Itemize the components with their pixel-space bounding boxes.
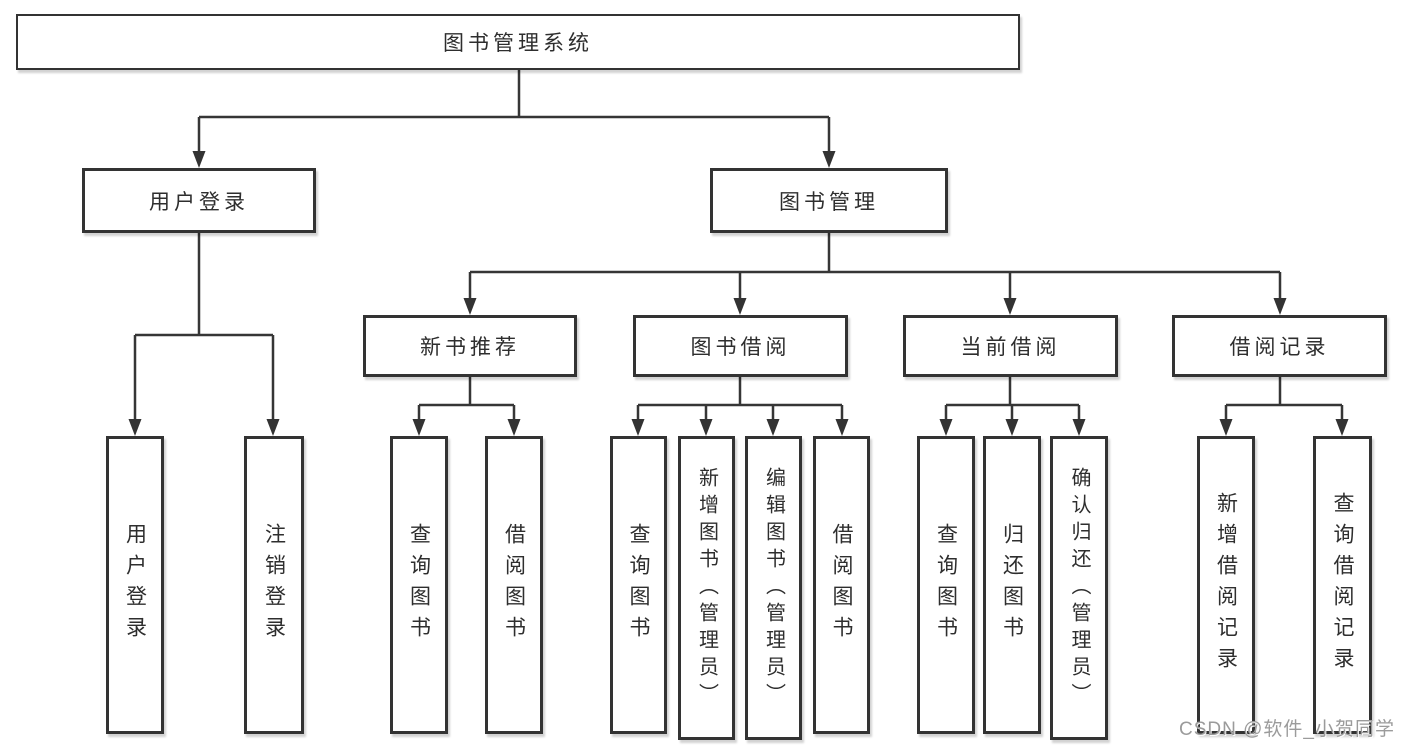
node-user-login-label: 用户登录 <box>149 190 249 214</box>
leaf-query-book-borrow-label: 查询图书 <box>627 523 650 647</box>
leaf-add-borrow-record: 新增借阅记录 <box>1197 436 1255 734</box>
node-new-book-recommend: 新书推荐 <box>363 315 577 377</box>
leaf-logout-label: 注销登录 <box>262 523 286 647</box>
leaf-query-book-recommend-label: 查询图书 <box>407 523 431 647</box>
leaf-query-book-recommend: 查询图书 <box>390 436 448 734</box>
leaf-query-borrow-record: 查询借阅记录 <box>1313 436 1372 734</box>
leaf-confirm-return-admin: 确认归还（管理员） <box>1050 436 1108 740</box>
leaf-edit-book-admin-label: 编辑图书（管理员） <box>762 466 785 710</box>
csdn-watermark: CSDN @软件_小贺同学 <box>1179 719 1395 740</box>
arrowheads <box>128 151 1349 436</box>
leaf-return-book-label: 归还图书 <box>1000 523 1024 647</box>
leaf-user-login-label: 用户登录 <box>123 523 147 647</box>
leaf-query-borrow-record-label: 查询借阅记录 <box>1331 492 1354 678</box>
node-book-management-label: 图书管理 <box>779 190 879 214</box>
leaf-confirm-return-admin-label: 确认归还（管理员） <box>1068 466 1090 710</box>
leaf-edit-book-admin: 编辑图书（管理员） <box>745 436 802 740</box>
node-new-book-recommend-label: 新书推荐 <box>420 336 520 359</box>
leaf-user-login: 用户登录 <box>106 436 164 734</box>
leaf-borrow-book-recommend: 借阅图书 <box>485 436 543 734</box>
node-current-borrow: 当前借阅 <box>903 315 1118 377</box>
leaf-borrow-book-label: 借阅图书 <box>830 523 853 647</box>
leaf-logout: 注销登录 <box>244 436 304 734</box>
leaf-add-book-admin-label: 新增图书（管理员） <box>695 466 718 710</box>
node-borrow-record-label: 借阅记录 <box>1229 336 1330 359</box>
node-root-label: 图书管理系统 <box>443 32 593 55</box>
node-book-borrow: 图书借阅 <box>633 315 848 377</box>
leaf-borrow-book: 借阅图书 <box>813 436 870 734</box>
leaf-query-book-current: 查询图书 <box>917 436 975 734</box>
node-root: 图书管理系统 <box>16 14 1020 70</box>
leaf-add-book-admin: 新增图书（管理员） <box>678 436 735 740</box>
node-book-borrow-label: 图书借阅 <box>690 336 791 359</box>
leaf-borrow-book-recommend-label: 借阅图书 <box>502 523 526 647</box>
leaf-add-borrow-record-label: 新增借阅记录 <box>1214 492 1238 678</box>
node-current-borrow-label: 当前借阅 <box>960 336 1061 359</box>
leaf-return-book: 归还图书 <box>983 436 1041 734</box>
node-user-login: 用户登录 <box>82 168 316 233</box>
leaf-query-book-current-label: 查询图书 <box>934 523 958 647</box>
leaf-query-book-borrow: 查询图书 <box>610 436 667 734</box>
node-book-management: 图书管理 <box>710 168 948 233</box>
node-borrow-record: 借阅记录 <box>1172 315 1387 377</box>
